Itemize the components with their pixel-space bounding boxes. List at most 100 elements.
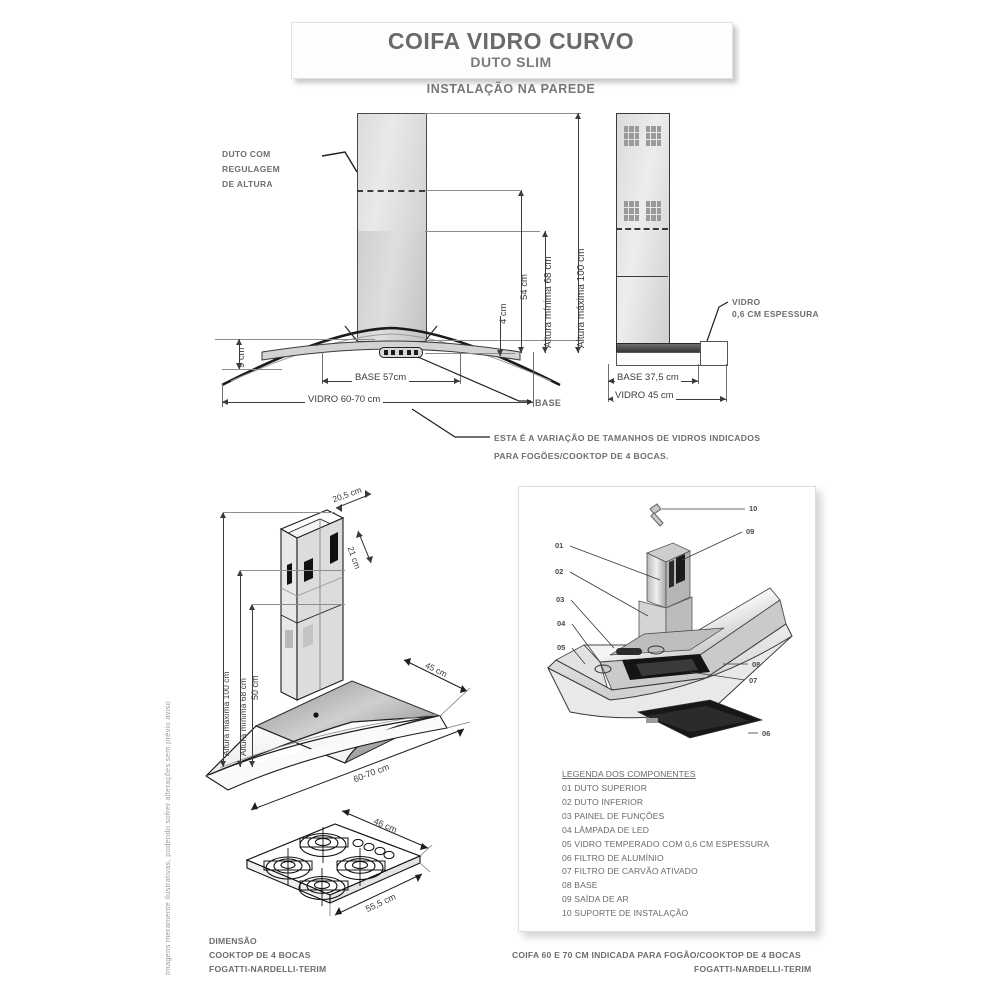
iso-dim-50-line (252, 604, 253, 767)
dim-min-arrow-down (542, 347, 548, 353)
left-caption-line2: COOKTOP DE 4 BOCAS (209, 950, 311, 960)
callout-01: 01 (555, 541, 564, 550)
iso-dim-min-arrow-up (237, 570, 243, 576)
ref-line-base (425, 340, 581, 341)
legend-item-05: 05 VIDRO TEMPERADO COM 0,6 CM ESPESSURA (562, 838, 770, 849)
iso-dim-max-line (223, 512, 224, 767)
callout-07: 07 (749, 676, 758, 685)
dim-glass-arrow-right (527, 399, 533, 405)
dim-4cm-arrow-down (497, 350, 503, 356)
side-duct-lower-split (616, 228, 668, 277)
iso-ref-top (223, 512, 335, 513)
title-banner (291, 22, 733, 79)
iso-dim-max-arrow-up (220, 512, 226, 518)
callout-10: 10 (749, 504, 758, 513)
air-grill-4 (646, 201, 661, 221)
side-ext-right (726, 364, 727, 402)
iso-dim-min-arrow-down (237, 761, 243, 767)
legend-item-09: 09 SAÍDA DE AR (562, 894, 629, 905)
dim-min-line (545, 231, 546, 353)
dim-glass-arrow-left (222, 399, 228, 405)
ref-line-glasstop (425, 353, 515, 354)
ctrl-btn-4[interactable] (406, 350, 411, 355)
left-caption-line3: FOGATTI-NARDELLI-TERIM (209, 964, 327, 974)
glass-thickness-label-line2: 0,6 CM ESPESSURA (732, 309, 819, 319)
ref-line-top (425, 113, 581, 114)
legend-block: LEGENDA DOS COMPONENTES 01 DUTO SUPERIOR… (562, 768, 769, 921)
legend-item-08: 08 BASE (562, 880, 598, 891)
side-ext-mid (698, 364, 699, 384)
glass-variation-note-line1: ESTA É A VARIAÇÃO DE TAMANHOS DE VIDROS … (494, 433, 761, 443)
control-panel-front[interactable] (379, 347, 423, 358)
side-duct-upper-split (616, 113, 668, 230)
dim-side-glass-label: VIDRO 45 cm (613, 390, 676, 401)
side-glass-end-shape (700, 341, 728, 366)
dim-max-line (578, 113, 579, 353)
dim-side-base-arrow-right (692, 378, 698, 384)
iso-dim-max-arrow-down (220, 761, 226, 767)
air-grill-2 (646, 126, 661, 146)
ctrl-btn-5[interactable] (414, 350, 419, 355)
dim-base57-label: BASE 57cm (352, 372, 410, 383)
ctrl-btn-3[interactable] (398, 350, 403, 355)
duct-label-line3: DE ALTURA (222, 179, 273, 189)
dim-9cm-arrow-down (236, 363, 242, 369)
ext-base-right (460, 352, 461, 384)
air-grill-1 (624, 126, 639, 146)
ref-line-mid (425, 231, 540, 232)
left-caption-line1: DIMENSÃO (209, 936, 257, 946)
disclaimer-text: Imagens meramente ilustrativas, podendo … (163, 701, 172, 975)
ref-line-9cm-top (215, 339, 375, 340)
dim-side-glass-arrow-right (720, 396, 726, 402)
dim-base57-arrow-right (454, 378, 460, 384)
dim-54cm-arrow-up (518, 190, 524, 196)
legend-item-06: 06 FILTRO DE ALUMÍNIO (562, 852, 664, 863)
ref-line-9cm-bot (222, 369, 282, 370)
callout-04: 04 (557, 619, 566, 628)
ext-glass-right (533, 352, 534, 407)
legend-item-02: 02 DUTO INFERIOR (562, 796, 644, 807)
base-callout-label: BASE (535, 398, 562, 408)
ctrl-btn-1[interactable] (383, 350, 388, 355)
dim-54cm-line (521, 190, 522, 353)
page-subtitle: DUTO SLIM (470, 54, 552, 70)
dim-max-arrow-down (575, 347, 581, 353)
section-title: INSTALAÇÃO NA PAREDE (426, 82, 596, 96)
legend-item-07: 07 FILTRO DE CARVÃO ATIVADO (562, 866, 698, 877)
dim-min-arrow-up (542, 231, 548, 237)
air-grill-3 (624, 201, 639, 221)
legend-item-10: 10 SUPORTE DE INSTALAÇÃO (562, 908, 689, 919)
callout-09: 09 (746, 527, 755, 536)
legend-item-01: 01 DUTO SUPERIOR (562, 782, 648, 793)
iso-dim-50-arrow-up (249, 604, 255, 610)
dim-9cm-line (239, 339, 240, 369)
ref-line-dash (425, 190, 520, 191)
legend-title: LEGENDA DOS COMPONENTES (562, 769, 696, 779)
callout-06: 06 (762, 729, 771, 738)
lower-duct-shape (357, 231, 427, 342)
dim-max-arrow-up (575, 113, 581, 119)
right-caption-line2: FOGATTI-NARDELLI-TERIM (694, 964, 812, 974)
legend-item-03: 03 PAINEL DE FUNÇÕES (562, 810, 665, 821)
glass-thickness-label-line1: VIDRO (732, 297, 761, 307)
dim-side-glass-arrow-left (608, 396, 614, 402)
dim-54cm-arrow-down (518, 347, 524, 353)
ctrl-btn-2[interactable] (391, 350, 396, 355)
ext-base-left (322, 352, 323, 384)
dim-base57-arrow-left (322, 378, 328, 384)
iso-dim-min-line (240, 570, 241, 767)
right-caption-line1: COIFA 60 E 70 CM INDICADA PARA FOGÃO/COO… (512, 950, 801, 960)
duct-split-dashed-line (357, 190, 425, 192)
callout-08: 08 (752, 660, 761, 669)
iso-ref-50 (252, 604, 345, 605)
glass-variation-note-line2: PARA FOGÕES/COOKTOP DE 4 BOCAS. (494, 451, 669, 461)
